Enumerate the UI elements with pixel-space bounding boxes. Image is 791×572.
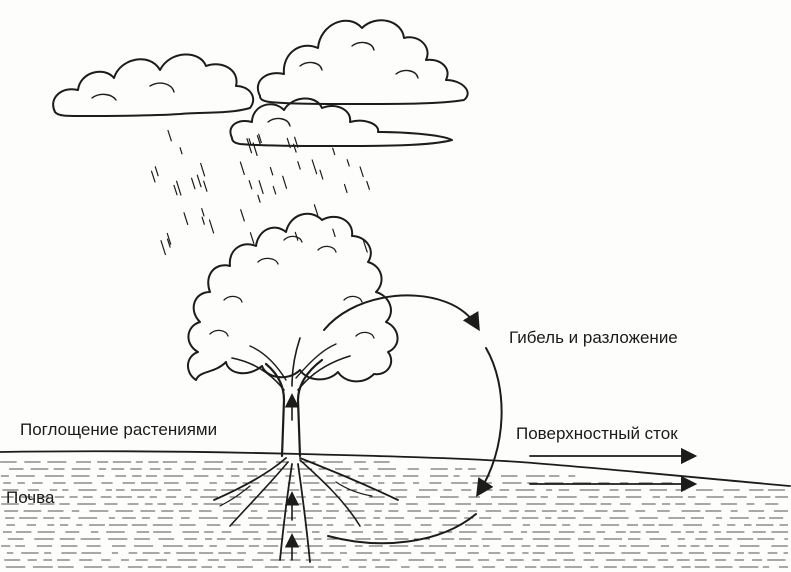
rain-streak bbox=[269, 167, 274, 176]
rain-streak bbox=[173, 184, 178, 196]
rain-streak bbox=[282, 175, 288, 189]
rain-streak bbox=[200, 162, 206, 177]
rain-streak bbox=[362, 238, 368, 253]
rain-streak bbox=[346, 159, 350, 167]
rain-streak bbox=[294, 136, 299, 148]
soil-label: Почва bbox=[6, 488, 55, 507]
decay-label: Гибель и разложение bbox=[509, 328, 678, 347]
rain-streak bbox=[183, 212, 189, 225]
rain-streak bbox=[332, 228, 336, 237]
rain-streak bbox=[191, 177, 196, 190]
rain-streak bbox=[176, 180, 182, 196]
cloud-lower bbox=[229, 97, 453, 147]
tree-roots bbox=[213, 457, 399, 563]
rain-streak bbox=[208, 219, 215, 234]
rain-streak bbox=[249, 232, 255, 244]
rain-streak bbox=[240, 209, 245, 222]
rain-streak bbox=[319, 169, 324, 180]
rain-streak bbox=[252, 142, 258, 156]
rain-streak bbox=[272, 185, 277, 195]
rain-streaks bbox=[150, 129, 370, 256]
rain-streak bbox=[332, 147, 336, 156]
rain-streak bbox=[248, 138, 252, 146]
rain-streak bbox=[203, 180, 208, 192]
rain-streak bbox=[248, 180, 253, 190]
rain-streak bbox=[258, 133, 262, 144]
rain-streak bbox=[166, 238, 171, 248]
runoff-arrows bbox=[529, 447, 698, 493]
rain-streak bbox=[258, 180, 264, 194]
rain-streak bbox=[196, 174, 202, 188]
rain-streak bbox=[239, 161, 245, 175]
rain-streak bbox=[150, 170, 156, 183]
rain-streak bbox=[366, 180, 370, 190]
plant-uptake-label: Поглощение растениями bbox=[20, 420, 218, 439]
rain-streak bbox=[201, 208, 205, 217]
rain-streak bbox=[293, 143, 297, 153]
rain-streak bbox=[343, 183, 348, 193]
rain-streak bbox=[256, 135, 261, 146]
rain-streak bbox=[154, 166, 159, 177]
rain-streak bbox=[257, 194, 261, 203]
rain-streak bbox=[179, 147, 183, 155]
soil-hatching bbox=[0, 461, 788, 568]
decay-cycle-arrow bbox=[323, 294, 503, 545]
cloud-center bbox=[257, 19, 469, 105]
rain-streak bbox=[160, 240, 166, 256]
rain-streak bbox=[311, 159, 318, 175]
ground-surface-line bbox=[0, 450, 791, 487]
rain-streak bbox=[166, 232, 172, 245]
surface-runoff-label: Поверхностный сток bbox=[516, 424, 678, 443]
tree-canopy bbox=[187, 212, 399, 458]
rain-streak bbox=[359, 166, 364, 178]
cloud-left bbox=[52, 53, 255, 117]
rain-streak bbox=[201, 216, 205, 225]
rain-streak bbox=[313, 204, 319, 216]
rain-streak bbox=[286, 137, 291, 149]
rain-streak bbox=[297, 161, 301, 170]
rain-streak bbox=[167, 129, 172, 142]
rain-streak bbox=[246, 138, 253, 154]
